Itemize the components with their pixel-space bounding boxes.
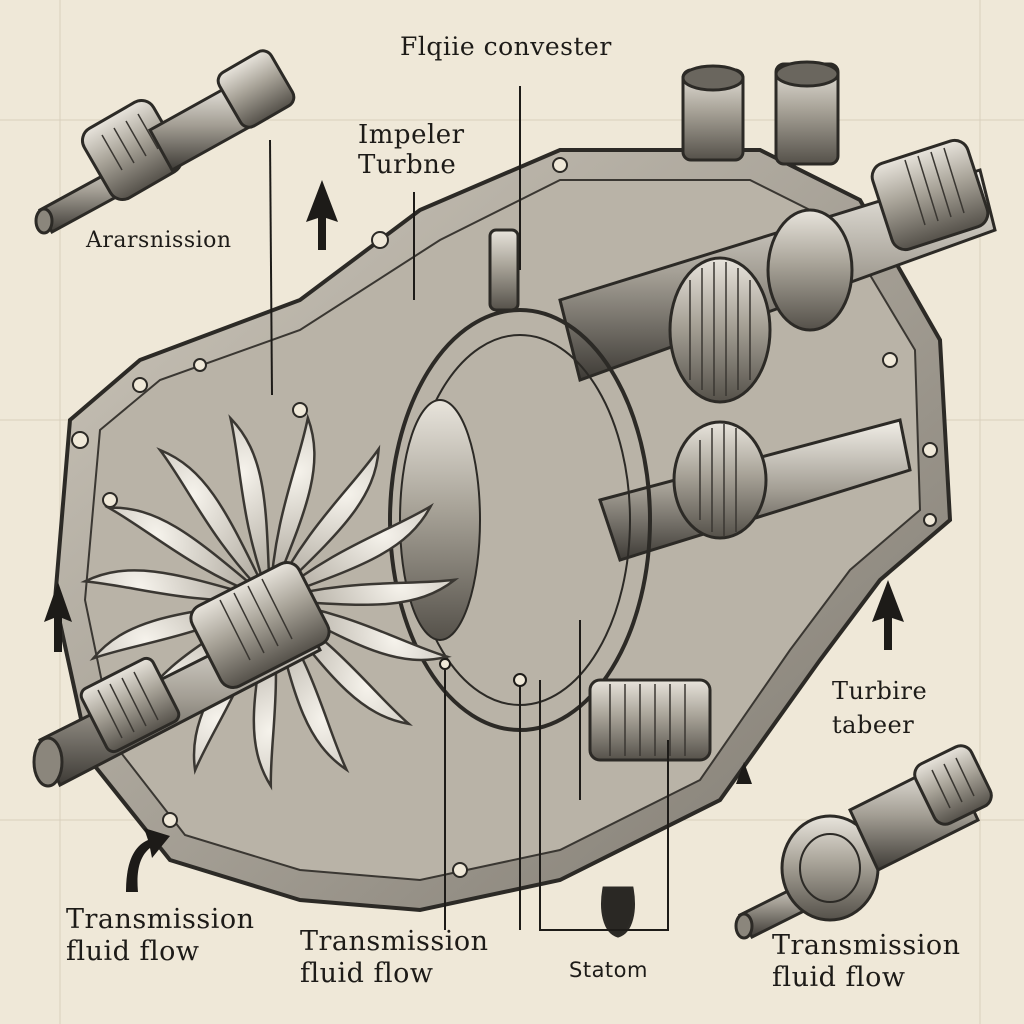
label-stator: Statom	[569, 958, 648, 982]
label-fluid-flow-left: Transmission fluid flow	[66, 904, 255, 968]
label-turbine-right: Turbire tabeer	[832, 674, 927, 742]
label-fluid-flow-right-line2: fluid flow	[772, 962, 906, 993]
torque-converter-ring	[388, 308, 652, 732]
component-illustration-bottom-right	[734, 744, 993, 940]
arrow-up-icon	[872, 580, 904, 650]
label-turbine: Turbne	[358, 150, 457, 180]
label-fluid-flow-center-line2: fluid flow	[300, 958, 434, 989]
input-shaft	[32, 560, 331, 788]
label-turbine-right-line2: tabeer	[832, 711, 915, 739]
label-fluid-flow-center-line1: Transmission	[300, 926, 489, 957]
label-impeller: Impeler	[358, 120, 465, 150]
label-impeller-turbine: Impeler Turbne	[358, 120, 465, 180]
stator-cylinder	[588, 678, 712, 938]
top-ports	[488, 60, 840, 312]
arrow-curved-icon	[126, 828, 170, 892]
label-transmission-top-left: Ararsnission	[86, 228, 232, 253]
arrow-up-icon	[736, 762, 752, 784]
label-turbine-right-line1: Turbire	[832, 677, 928, 705]
component-illustration-top-left	[34, 49, 296, 235]
arrow-up-icon	[306, 180, 338, 250]
label-torque-converter: Flqiie convester	[400, 32, 612, 61]
gear-train	[558, 138, 997, 562]
label-fluid-flow-right-line1: Transmission	[772, 930, 961, 961]
flow-arrows	[44, 180, 904, 892]
label-fluid-flow-left-line1: Transmission	[66, 904, 255, 935]
arrow-up-icon	[44, 582, 72, 652]
label-fluid-flow-right: Transmission fluid flow	[772, 930, 961, 994]
label-fluid-flow-left-line2: fluid flow	[66, 936, 200, 967]
label-fluid-flow-center: Transmission fluid flow	[300, 926, 489, 990]
callout-lines	[269, 86, 669, 931]
